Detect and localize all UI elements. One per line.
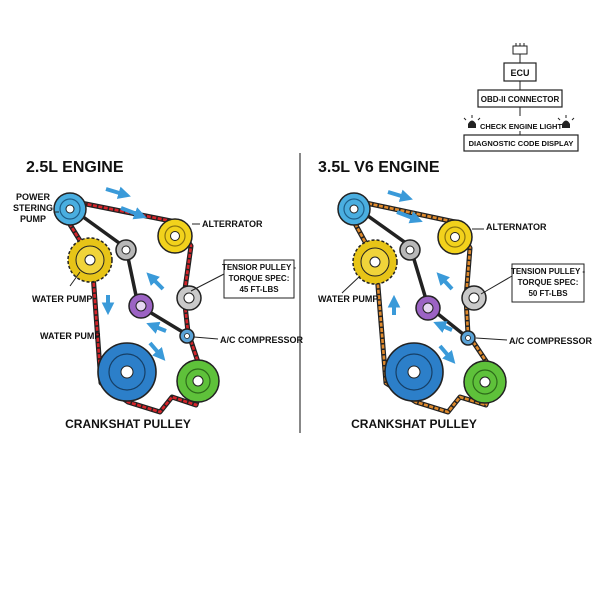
left-power-steering-pump bbox=[53, 192, 87, 226]
diagnostics-chain: ECU OBD-II CONNECTOR CHECK ENGINE LIGHT … bbox=[463, 43, 579, 152]
right-alternator-label: ALTERNATOR bbox=[486, 222, 547, 232]
left-water-pump-label-1: WATER PUMP bbox=[32, 294, 92, 304]
left-leader-lines bbox=[54, 211, 225, 340]
left-crankshaft-pulley bbox=[97, 342, 157, 402]
right-tensioner-pulley bbox=[461, 285, 487, 311]
left-title: 2.5L ENGINE bbox=[26, 159, 124, 176]
left-idler-pulley-top bbox=[115, 239, 137, 261]
right-title: 3.5L V6 ENGINE bbox=[318, 159, 440, 176]
right-green-pulley bbox=[463, 360, 507, 404]
right-purple-idler bbox=[415, 295, 441, 321]
left-alternator-label: ALTERRATOR bbox=[202, 219, 263, 229]
right-belt bbox=[349, 197, 497, 415]
right-direction-arrows bbox=[387, 189, 456, 364]
right-tension-callout-box bbox=[511, 263, 585, 303]
left-ac-compressor-pulley bbox=[179, 328, 195, 344]
right-idler-pulley-top bbox=[399, 239, 421, 261]
left-purple-idler bbox=[128, 293, 154, 319]
left-water-pump-label-2: WATER PUMP bbox=[40, 331, 100, 341]
left-crank-label: CRANKSHAT PULLEY bbox=[65, 417, 191, 431]
code-display-box bbox=[463, 134, 579, 152]
left-tension-line-2: TORQUE SPEC: bbox=[229, 274, 290, 283]
right-ac-compressor-pulley bbox=[460, 330, 476, 346]
left-tensioner-pulley bbox=[176, 285, 202, 311]
right-leader-lines bbox=[341, 228, 513, 341]
left-direction-arrows bbox=[101, 186, 167, 361]
right-power-steering-pump bbox=[337, 192, 371, 226]
left-engine-panel: 2.5L ENGINE bbox=[13, 159, 304, 431]
right-crank-label: CRANKSHAT PULLEY bbox=[351, 417, 477, 431]
right-tension-line-3: 50 FT-LBS bbox=[528, 289, 568, 298]
right-tension-line-1: TENSION PULLEY - bbox=[511, 267, 585, 276]
connector-plug-icon bbox=[512, 43, 528, 63]
left-ps-label-2: STERING bbox=[13, 203, 53, 213]
left-tension-callout-box bbox=[223, 259, 295, 299]
obd-connector-label: OBD-II CONNECTOR bbox=[481, 95, 560, 104]
left-tension-line-3: 45 FT-LBS bbox=[239, 285, 279, 294]
right-tension-line-2: TORQUE SPEC: bbox=[518, 278, 579, 287]
left-ps-label-3: PUMP bbox=[20, 214, 46, 224]
right-alternator-pulley bbox=[437, 219, 473, 255]
left-belt bbox=[63, 197, 207, 415]
right-engine-panel: 3.5L V6 ENGINE bbox=[318, 159, 593, 431]
check-engine-left-icon bbox=[463, 115, 481, 128]
right-ac-label: A/C COMPRESSOR bbox=[509, 336, 593, 346]
left-ps-label-1: POWER bbox=[16, 192, 51, 202]
left-tension-line-1: TENSIOR PULLEY - bbox=[222, 263, 296, 272]
right-crankshaft-pulley bbox=[384, 342, 444, 402]
left-green-pulley bbox=[176, 359, 220, 403]
left-alternator-pulley bbox=[157, 218, 193, 254]
check-engine-right-icon bbox=[557, 115, 575, 128]
check-engine-light-label: CHECK ENGINE LIGHT bbox=[480, 122, 563, 131]
right-water-pump-label: WATER PUMP bbox=[318, 294, 378, 304]
right-water-pump bbox=[352, 239, 398, 285]
ecu-label: ECU bbox=[510, 68, 529, 78]
left-water-pump bbox=[67, 237, 113, 283]
code-display-label: DIAGNOSTIC CODE DISPLAY bbox=[469, 139, 574, 148]
left-ac-label: A/C COMPRESSOR bbox=[220, 335, 304, 345]
